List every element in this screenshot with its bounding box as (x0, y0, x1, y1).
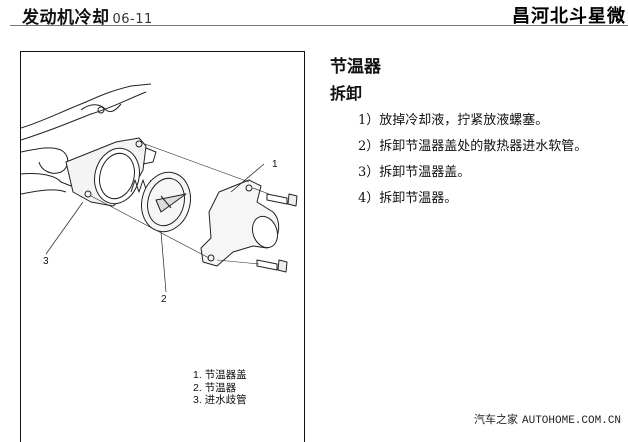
watermark: 汽车之家 AUTOHOME.COM.CN (474, 411, 621, 427)
figure-frame: 1 2 3 1. 节温器盖 2. 节温器 3. 进水歧管 (20, 51, 305, 442)
section-title: 发动机冷却 (22, 8, 110, 28)
header-divider (10, 25, 628, 26)
legend-item: 1. 节温器盖 (193, 369, 247, 381)
step-item: 3）拆卸节温器盖。 (358, 165, 471, 180)
figure-legend: 1. 节温器盖 2. 节温器 3. 进水歧管 (193, 369, 247, 407)
brand-title: 昌河北斗星微 (512, 6, 626, 27)
callout-3: 3 (43, 256, 49, 267)
procedure-steps: 1）放掉冷却液，拧紧放液螺塞。 2）拆卸节温器盖处的散热器进水软管。 3）拆卸节… (358, 108, 587, 212)
step-item: 4）拆卸节温器。 (358, 191, 458, 206)
callout-1: 1 (272, 159, 278, 170)
legend-item: 3. 进水歧管 (193, 394, 247, 406)
thermostat-exploded-diagram: 1 2 3 (21, 83, 298, 305)
legend-item: 2. 节温器 (193, 381, 237, 394)
step-item: 2）拆卸节温器盖处的散热器进水软管。 (358, 139, 588, 154)
watermark-cn: 汽车之家 (474, 413, 518, 426)
page-title: 节温器 (330, 57, 381, 77)
watermark-en: AUTOHOME.COM.CN (522, 415, 622, 427)
section-subtitle: 拆卸 (330, 84, 363, 103)
callout-2: 2 (161, 294, 167, 305)
step-item: 1）放掉冷却液，拧紧放液螺塞。 (358, 113, 549, 128)
page-code: 06-11 (112, 12, 153, 27)
